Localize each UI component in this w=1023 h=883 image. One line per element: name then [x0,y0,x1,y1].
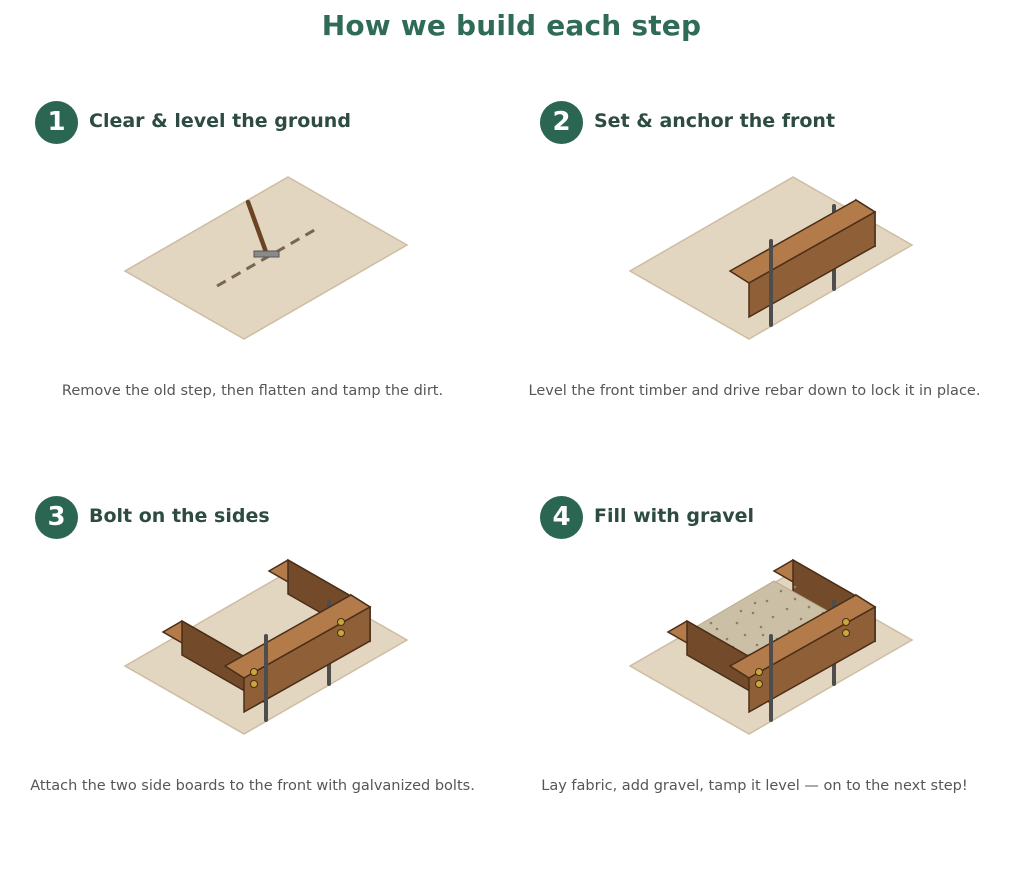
step-1: 1 Clear & level the ground Remove the ol… [0,98,505,488]
step-number-badge: 2 [540,101,583,144]
step-caption: Lay fabric, add gravel, tamp it level — … [541,778,968,794]
bolt [755,668,763,676]
step-caption: Attach the two side boards to the front … [30,778,475,794]
gravel-filled-frame-icon [628,558,914,735]
step-4: 4 Fill with gravel [505,493,1010,883]
timber-front [748,210,876,319]
step-heading: Set & anchor the front [594,110,836,132]
step-heading: Fill with gravel [594,505,754,527]
bolt [755,680,763,688]
tamper-handle [245,199,269,255]
rake-leveling-icon [123,176,409,340]
bolt [250,680,258,688]
bolt [337,629,345,637]
front-timber-rebar-icon [628,176,914,340]
step-caption: Remove the old step, then flatten and ta… [61,383,444,399]
bolt [337,618,345,626]
step-3: 3 Bolt on the sides Attach the two side … [0,493,505,883]
step-heading: Clear & level the ground [89,110,351,132]
step-number-badge: 1 [35,101,78,144]
tamper-head [253,250,280,258]
bolt [842,629,850,637]
step-number-badge: 4 [540,496,583,539]
step-caption: Level the front timber and drive rebar d… [528,383,981,399]
step-2: 2 Set & anchor the front Level the front… [505,98,1010,488]
bolt [250,668,258,676]
step-number-badge: 3 [35,496,78,539]
step-heading: Bolt on the sides [89,505,270,527]
bolt [842,618,850,626]
page-title: How we build each step [321,9,702,42]
timber-frame-bolts-icon [123,558,409,735]
